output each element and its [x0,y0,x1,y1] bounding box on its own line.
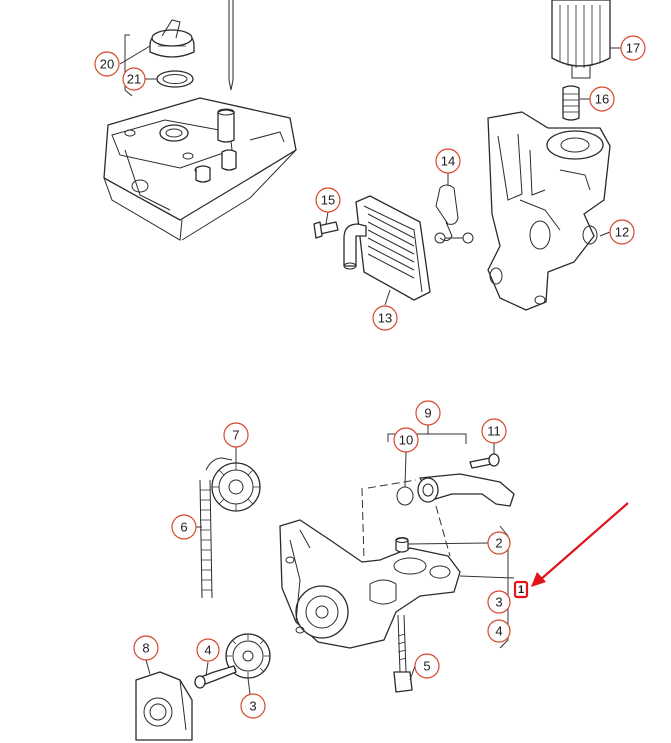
callout-3-right: 3 [487,590,511,614]
callout-21-label: 21 [127,72,141,87]
callout-21: 21 [122,67,146,91]
callout-4-left: 4 [196,638,220,662]
callout-5-label: 5 [423,659,430,674]
callout-2-label: 2 [495,536,502,551]
callout-15-label: 15 [321,193,335,208]
chain-guide-cover [135,671,193,741]
callout-2: 2 [487,531,511,555]
callout-4-left-label: 4 [204,643,211,658]
cap-seal-ring [156,70,194,88]
drive-chain [199,457,233,599]
arrowhead-icon [531,572,546,587]
callout-14: 14 [435,148,461,174]
callout-3-bottom-label: 3 [249,699,256,714]
sprocket-bolt [194,665,237,689]
callout-4-right: 4 [487,619,511,643]
callout-13: 13 [372,305,398,331]
suction-pipe-o-ring [396,486,414,506]
callout-11-label: 11 [487,424,501,439]
callout-17-label: 17 [626,41,640,56]
callout-15: 15 [315,187,341,213]
upper-chain-sprocket [211,462,261,512]
cooler-bolt [313,221,339,239]
callout-16: 16 [589,86,615,112]
dipstick [228,0,234,91]
callout-3-right-label: 3 [495,595,502,610]
callout-8-label: 8 [142,641,149,656]
callout-16-label: 16 [595,92,609,107]
callout-13-label: 13 [378,311,392,326]
suction-pipe-bolt [469,453,500,469]
filter-spring-element [562,85,580,121]
lower-chain-sprocket [225,633,271,679]
callout-7: 7 [223,422,249,448]
callout-9-label: 9 [424,406,431,421]
callout-10-label: 10 [399,433,413,448]
callout-4-right-label: 4 [495,624,502,639]
red-arrow-annotation [531,502,629,587]
callout-12: 12 [609,219,635,245]
oil-filter-housing [487,111,611,311]
filler-neck-ring [159,124,189,142]
callout-5: 5 [414,653,440,679]
oil-filter-cartridge [551,0,611,79]
oil-filler-cap [149,19,195,58]
callout-1-label: 1 [518,584,524,596]
pump-mounting-bolt [393,614,413,693]
callout-11: 11 [481,418,507,444]
callout-6: 6 [171,514,197,540]
oil-cooler [343,195,431,301]
oil-suction-pipe [417,473,515,507]
leader-lines [119,45,621,695]
highlighted-part-marker: 1 [513,580,529,599]
callout-20-label: 20 [100,57,114,72]
callout-6-label: 6 [180,520,187,535]
callout-17: 17 [620,35,646,61]
valve-cover-assembly [103,97,297,241]
callout-9: 9 [415,400,441,426]
callout-7-label: 7 [232,428,239,443]
callout-10: 10 [393,427,419,453]
callout-12-label: 12 [615,225,629,240]
pump-dowel-sleeve [395,537,409,553]
cooler-gasket [434,184,474,244]
callout-3-bottom: 3 [240,693,266,719]
callout-14-label: 14 [441,154,455,169]
callout-20: 20 [94,51,120,77]
callout-8: 8 [133,635,159,661]
oil-pump-body [279,519,461,649]
